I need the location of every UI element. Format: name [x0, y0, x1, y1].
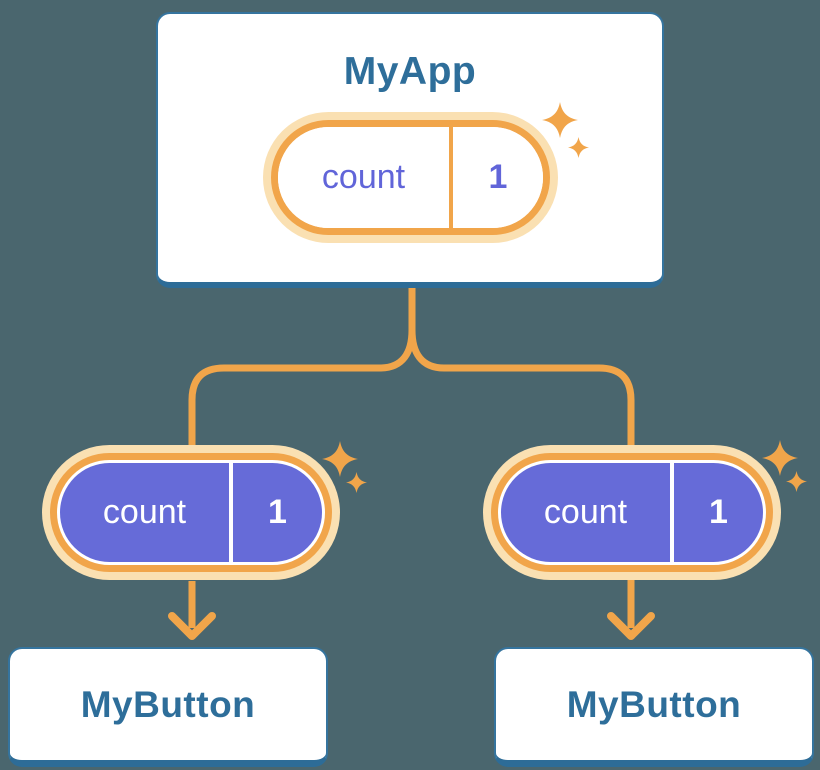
arrow-down-icon — [168, 581, 216, 640]
sparkle-icon — [568, 137, 589, 158]
state-name: count — [543, 493, 628, 531]
branch-right-connector — [408, 288, 635, 446]
node-title: MyButton — [566, 683, 742, 725]
node-mybutton-right: MyButton — [494, 647, 814, 767]
arrow-down-icon — [607, 580, 655, 640]
pill-divider — [670, 463, 675, 562]
pill-divider — [229, 463, 234, 562]
branch-left-connector — [188, 288, 416, 446]
state-pill-root: count 1 — [263, 112, 558, 243]
state-name: count — [102, 493, 187, 531]
state-pill-right-child: count 1 — [483, 445, 781, 580]
sparkle-icon — [322, 441, 358, 477]
node-mybutton-left: MyButton — [8, 647, 328, 767]
sparkle-icon — [762, 440, 798, 476]
pill-divider — [449, 127, 453, 228]
sparkle-icon — [786, 471, 807, 492]
state-value: 1 — [268, 493, 287, 531]
sparkle-icon — [346, 472, 367, 493]
node-title: MyApp — [343, 50, 477, 93]
state-value: 1 — [488, 158, 508, 196]
state-name: count — [321, 158, 406, 196]
node-title: MyButton — [80, 683, 256, 725]
state-pill-left-child: count 1 — [42, 445, 340, 580]
state-value: 1 — [709, 493, 728, 531]
sparkle-icon — [542, 102, 578, 138]
